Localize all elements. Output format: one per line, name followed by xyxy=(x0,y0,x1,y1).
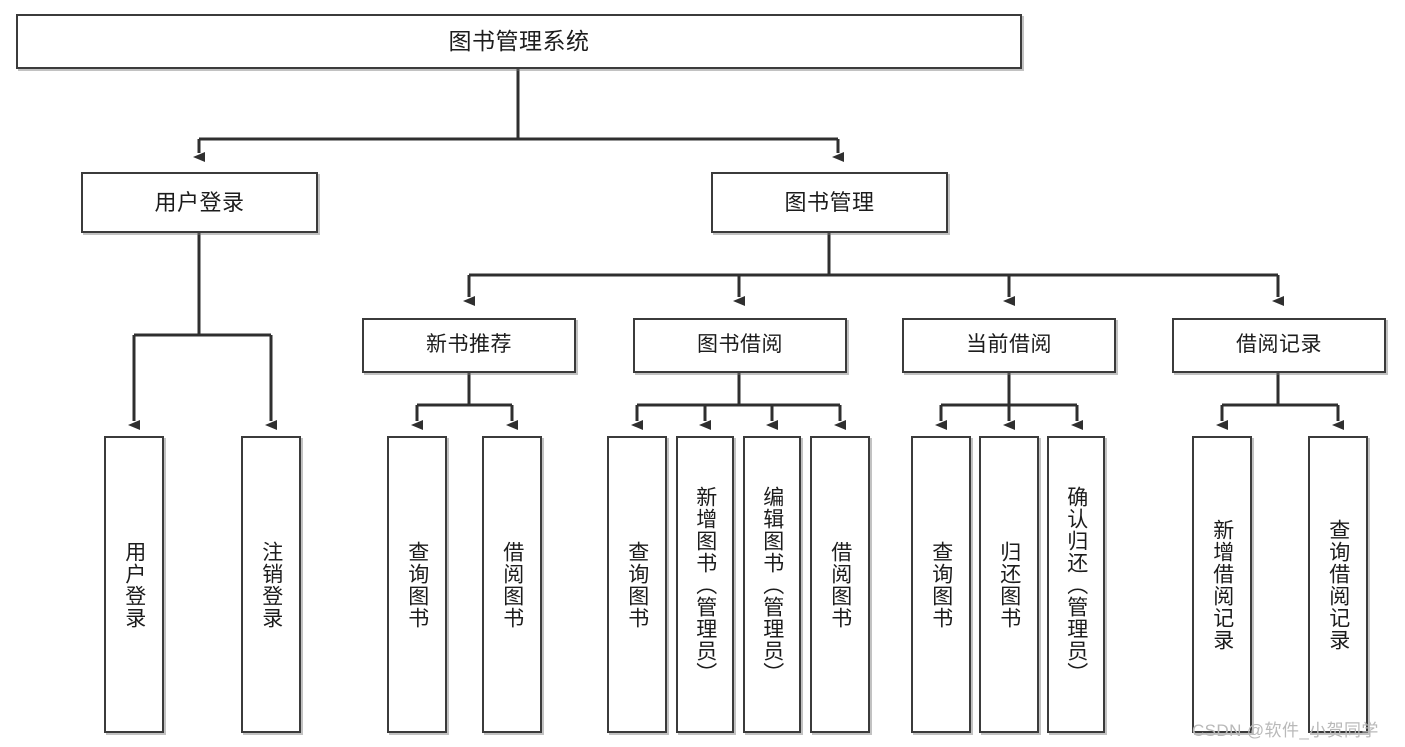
leaf-recommend-query-book[interactable]: 查询图书 xyxy=(387,436,447,733)
node-label: 归还图书 xyxy=(997,540,1021,629)
node-borrow-record[interactable]: 借阅记录 xyxy=(1172,318,1386,373)
leaf-borrow-edit-book-admin[interactable]: 编辑图书（管理员） xyxy=(743,436,801,733)
node-label: 查询借阅记录 xyxy=(1326,518,1350,651)
node-label: 借阅图书 xyxy=(500,540,524,629)
leaf-borrow-borrow-book[interactable]: 借阅图书 xyxy=(810,436,870,733)
node-label: 当前借阅 xyxy=(966,333,1052,357)
node-current-borrow[interactable]: 当前借阅 xyxy=(902,318,1116,373)
node-book-management[interactable]: 图书管理 xyxy=(711,172,948,233)
node-label: 新增图书（管理员） xyxy=(693,485,717,684)
leaf-current-query-book[interactable]: 查询图书 xyxy=(911,436,971,733)
leaf-current-confirm-return-admin[interactable]: 确认归还（管理员） xyxy=(1047,436,1105,733)
node-user-login[interactable]: 用户登录 xyxy=(81,172,318,233)
node-label: 新增借阅记录 xyxy=(1210,518,1234,651)
node-label: 图书借阅 xyxy=(697,333,783,357)
watermark-text: CSDN @软件_小贺同学 xyxy=(1192,721,1379,740)
node-root-system[interactable]: 图书管理系统 xyxy=(16,14,1022,69)
leaf-current-return-book[interactable]: 归还图书 xyxy=(979,436,1039,733)
node-label: 图书管理系统 xyxy=(448,28,590,55)
node-label: 查询图书 xyxy=(405,540,429,629)
node-label: 借阅图书 xyxy=(828,540,852,629)
node-label: 图书管理 xyxy=(784,189,875,215)
node-book-borrow[interactable]: 图书借阅 xyxy=(633,318,847,373)
node-new-book-recommend[interactable]: 新书推荐 xyxy=(362,318,576,373)
node-label: 确认归还（管理员） xyxy=(1064,485,1088,684)
leaf-user-login-signin[interactable]: 用户登录 xyxy=(104,436,164,733)
leaf-record-query-record[interactable]: 查询借阅记录 xyxy=(1308,436,1368,733)
node-label: 编辑图书（管理员） xyxy=(760,485,784,684)
leaf-record-add-record[interactable]: 新增借阅记录 xyxy=(1192,436,1252,733)
leaf-borrow-query-book[interactable]: 查询图书 xyxy=(607,436,667,733)
leaf-user-login-signout[interactable]: 注销登录 xyxy=(241,436,301,733)
node-label: 借阅记录 xyxy=(1236,333,1322,357)
leaf-borrow-add-book-admin[interactable]: 新增图书（管理员） xyxy=(676,436,734,733)
node-label: 注销登录 xyxy=(259,540,283,629)
node-label: 用户登录 xyxy=(122,540,146,629)
node-label: 查询图书 xyxy=(929,540,953,629)
node-label: 查询图书 xyxy=(625,540,649,629)
leaf-recommend-borrow-book[interactable]: 借阅图书 xyxy=(482,436,542,733)
node-label: 新书推荐 xyxy=(426,333,512,357)
node-label: 用户登录 xyxy=(154,189,245,215)
